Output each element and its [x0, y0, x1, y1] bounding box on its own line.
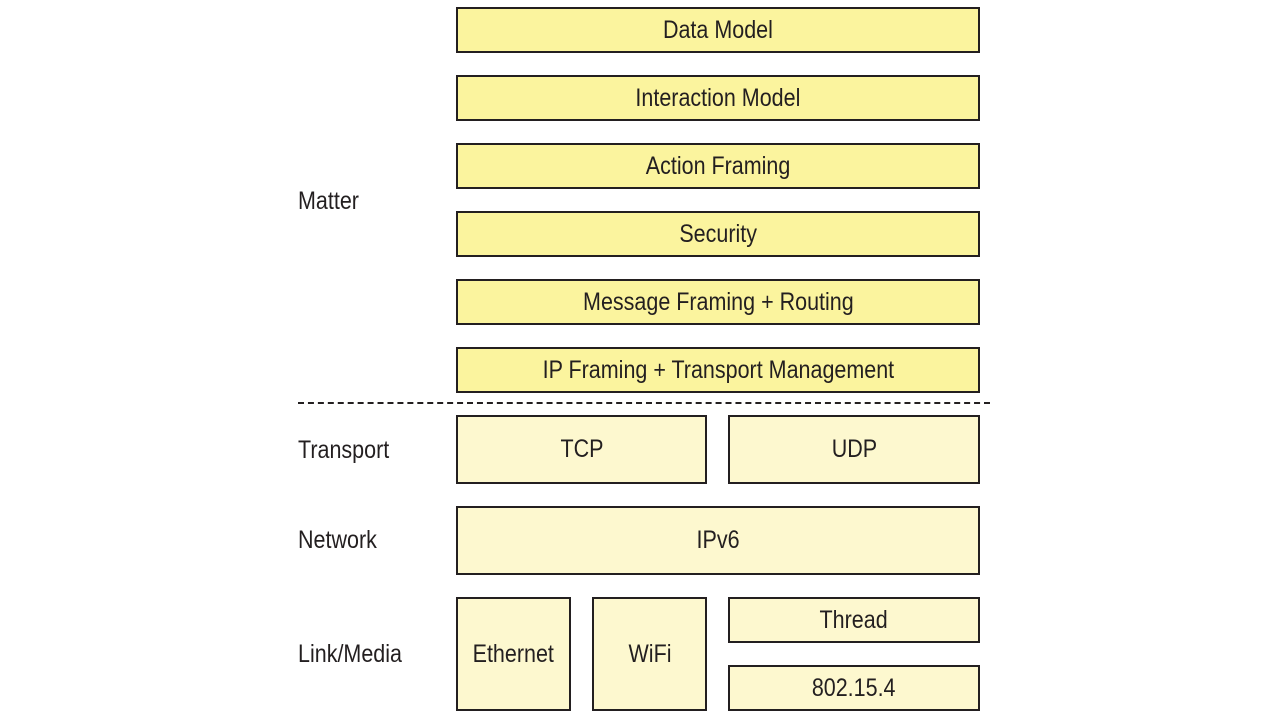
ipv6-label: IPv6	[696, 526, 740, 554]
ieee-802-15-4-label: 802.15.4	[812, 673, 896, 702]
wifi-label: WiFi	[627, 639, 671, 668]
interaction-model-label: Interaction Model	[635, 83, 801, 112]
wifi-block: WiFi	[592, 597, 707, 711]
transport-layer-label: Transport	[298, 436, 390, 464]
message-framing-routing-label: Message Framing + Routing	[582, 287, 854, 316]
action-framing-label: Action Framing	[645, 151, 791, 180]
ip-framing-transport-management-block: IP Framing + Transport Management	[456, 347, 980, 393]
interaction-model-block: Interaction Model	[456, 75, 980, 121]
security-block: Security	[456, 211, 980, 257]
data-model-label: Data Model	[663, 15, 773, 44]
udp-block: UDP	[728, 415, 980, 484]
tcp-label: TCP	[560, 435, 603, 463]
matter-layer-label: Matter	[298, 187, 359, 215]
action-framing-block: Action Framing	[456, 143, 980, 189]
thread-block: Thread	[728, 597, 980, 643]
data-model-block: Data Model	[456, 7, 980, 53]
link-media-layer-label: Link/Media	[298, 640, 402, 668]
ethernet-label: Ethernet	[472, 639, 555, 668]
matter-boundary-divider	[298, 402, 990, 404]
ieee-802-15-4-block: 802.15.4	[728, 665, 980, 711]
network-layer-label: Network	[298, 526, 377, 554]
udp-label: UDP	[831, 435, 877, 463]
tcp-block: TCP	[456, 415, 707, 484]
ip-framing-transport-management-label: IP Framing + Transport Management	[542, 355, 894, 384]
thread-label: Thread	[819, 605, 889, 634]
ipv6-block: IPv6	[456, 506, 980, 575]
security-label: Security	[679, 219, 757, 248]
ethernet-block: Ethernet	[456, 597, 571, 711]
message-framing-routing-block: Message Framing + Routing	[456, 279, 980, 325]
